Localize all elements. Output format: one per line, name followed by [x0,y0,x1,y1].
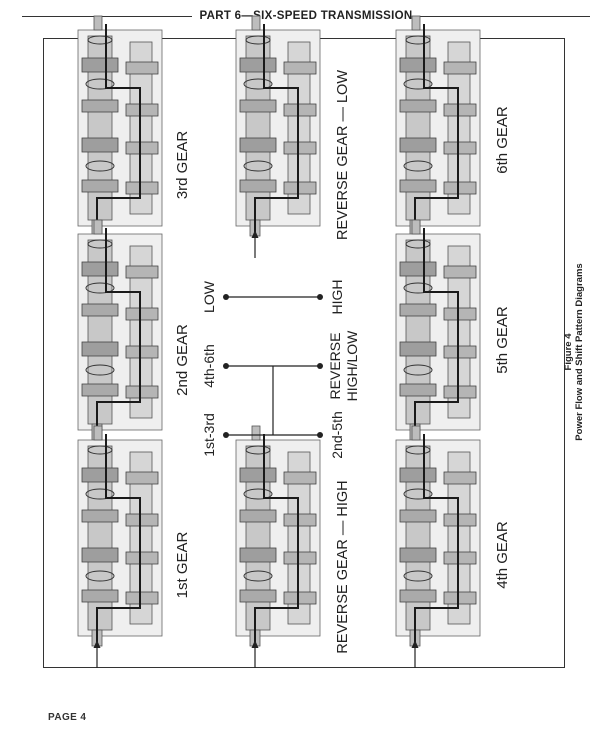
gearbox-diagram-2nd [77,219,163,463]
label-reverse-low: REVERSE GEAR — LOW [335,70,351,240]
shift-label-high: HIGH [329,280,345,315]
shift-label-4th-6th: 4th-6th [201,344,217,388]
gearbox-diagram-3rd [77,15,163,259]
gearbox-diagram-reverse-high [235,425,321,669]
page-number: PAGE 4 [48,712,87,723]
shift-pattern: LOW 4th-6th 1st-3rd HIGH REVERSE HIGH/LO… [201,280,360,459]
header-rule-left [22,15,192,17]
figure-caption: Power Flow and Shift Pattern Diagrams [574,263,585,440]
shift-label-2nd-5th: 2nd-5th [329,411,345,458]
label-1st-gear: 1st GEAR [174,531,191,598]
label-2nd-gear: 2nd GEAR [174,324,191,396]
gearbox-diagram-6th [395,15,481,259]
figure-number: Figure 4 [563,333,574,371]
label-6th-gear: 6th GEAR [494,106,511,174]
label-4th-gear: 4th GEAR [494,521,511,589]
gearbox-diagram-reverse-low [235,15,321,259]
header-rule-right [420,15,590,17]
gearbox-diagram-5th [395,219,481,463]
shift-label-1st-3rd: 1st-3rd [201,413,217,457]
shift-label-reverse: REVERSE [327,333,343,400]
label-3rd-gear: 3rd GEAR [174,131,191,200]
gearbox-diagram-4th [395,425,481,669]
label-5th-gear: 5th GEAR [494,306,511,374]
shift-label-high-low: HIGH/LOW [344,330,360,402]
shift-label-low: LOW [201,280,217,313]
label-reverse-high: REVERSE GEAR — HIGH [335,480,351,653]
gearbox-diagram-1st [77,425,163,669]
